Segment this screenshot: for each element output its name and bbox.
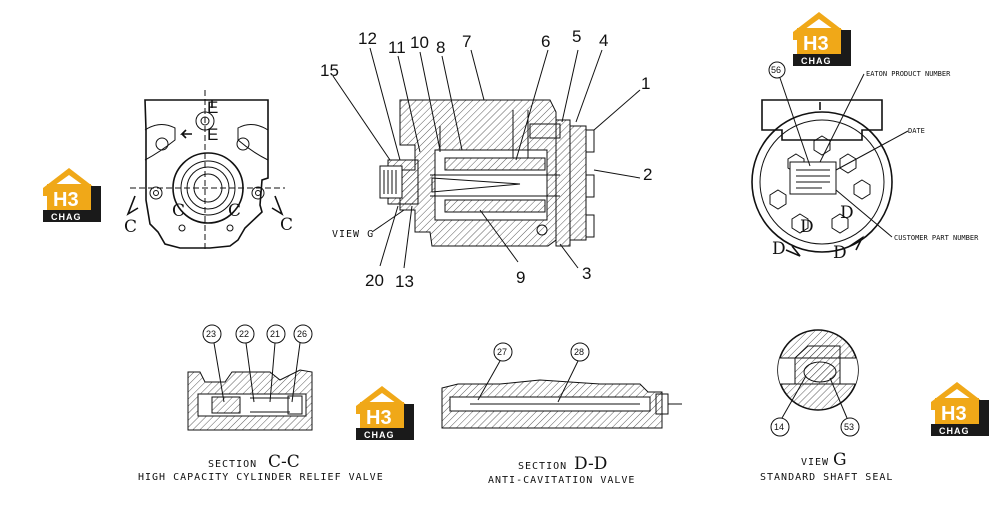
logo-mark-4: H3 [941,403,967,425]
bubble-53: 53 [844,422,854,432]
logo-left: H3 CHAG [43,168,101,222]
note-eaton-product-number: EATON PRODUCT NUMBER [866,70,951,78]
note-date: DATE [908,127,925,135]
bubble-27: 27 [497,347,507,357]
main-section-view: 1 2 3 4 5 6 7 8 9 10 11 12 13 15 20 VIEW… [320,27,652,291]
callout-3: 3 [582,264,591,283]
section-c-subtitle: HIGH CAPACITY CYLINDER RELIEF VALVE [138,472,384,483]
bubble-23: 23 [206,329,216,339]
logo-sub-3: CHAG [364,430,395,440]
front-letter-c4: C [280,215,293,235]
front-view: E E C C C C [124,90,293,252]
section-c-word: SECTION [208,459,257,470]
logo-sub-2: CHAG [51,212,82,222]
callout-7: 7 [462,32,471,51]
section-d-letters: D-D [574,454,607,474]
callout-4: 4 [599,31,608,50]
callout-10: 10 [410,33,429,52]
section-d-subtitle: ANTI-CAVITATION VALVE [488,475,635,486]
callout-20: 20 [365,271,384,290]
callout-11: 11 [388,38,406,57]
rear-letter-d4: D [833,243,847,263]
logo-bottom-right: H3 CHAG [931,382,989,436]
section-d-d: 27 28 SECTION D-D ANTI-CAVITATION VALVE [441,342,682,486]
section-c-letters: C-C [268,452,300,472]
front-letter-c3: C [228,201,241,221]
callout-13: 13 [395,272,414,291]
view-g-word: VIEW [801,457,829,468]
bubble-56: 56 [771,65,781,75]
rear-view: 56 EATON PRODUCT NUMBER DATE CUSTOMER PA… [751,61,979,263]
front-letter-c2: C [172,201,185,221]
logo-mark-2: H3 [53,189,79,211]
rear-letter-d2: D [840,203,854,223]
logo-top-right: H3 CHAG [793,12,851,66]
logo-sub-1: CHAG [801,56,832,66]
front-letter-e2: E [207,125,218,144]
note-customer-part-number: CUSTOMER PART NUMBER [894,234,979,242]
logo-center: H3 CHAG [356,386,414,440]
section-c-c: 23 22 21 26 SECTION C-C HIGH CAPACITY CY… [138,324,384,483]
callout-15: 15 [320,61,339,80]
section-d-word: SECTION [518,461,567,472]
callout-2: 2 [643,165,652,184]
logo-sub-4: CHAG [939,426,970,436]
logo-mark-1: H3 [803,33,829,55]
view-g-subtitle: STANDARD SHAFT SEAL [760,472,893,483]
bubble-21: 21 [270,329,280,339]
bubble-22: 22 [239,329,249,339]
view-g: 14 53 VIEW G STANDARD SHAFT SEAL [760,329,893,483]
callout-1: 1 [641,74,650,93]
logo-mark-3: H3 [366,407,392,429]
bubble-26: 26 [297,329,307,339]
view-g-letter: G [833,450,847,470]
front-letter-e1: E [207,98,218,117]
callout-6: 6 [541,32,550,51]
view-g-pointer: VIEW G [332,229,374,240]
bubble-14: 14 [774,422,784,432]
rear-letter-d1: D [800,217,814,237]
callout-12: 12 [358,29,377,48]
bubble-28: 28 [574,347,584,357]
front-letter-c1: C [124,217,137,237]
callout-9: 9 [516,268,525,287]
rear-letter-d3: D [772,239,786,259]
callout-8: 8 [436,38,445,57]
callout-5: 5 [572,27,581,46]
